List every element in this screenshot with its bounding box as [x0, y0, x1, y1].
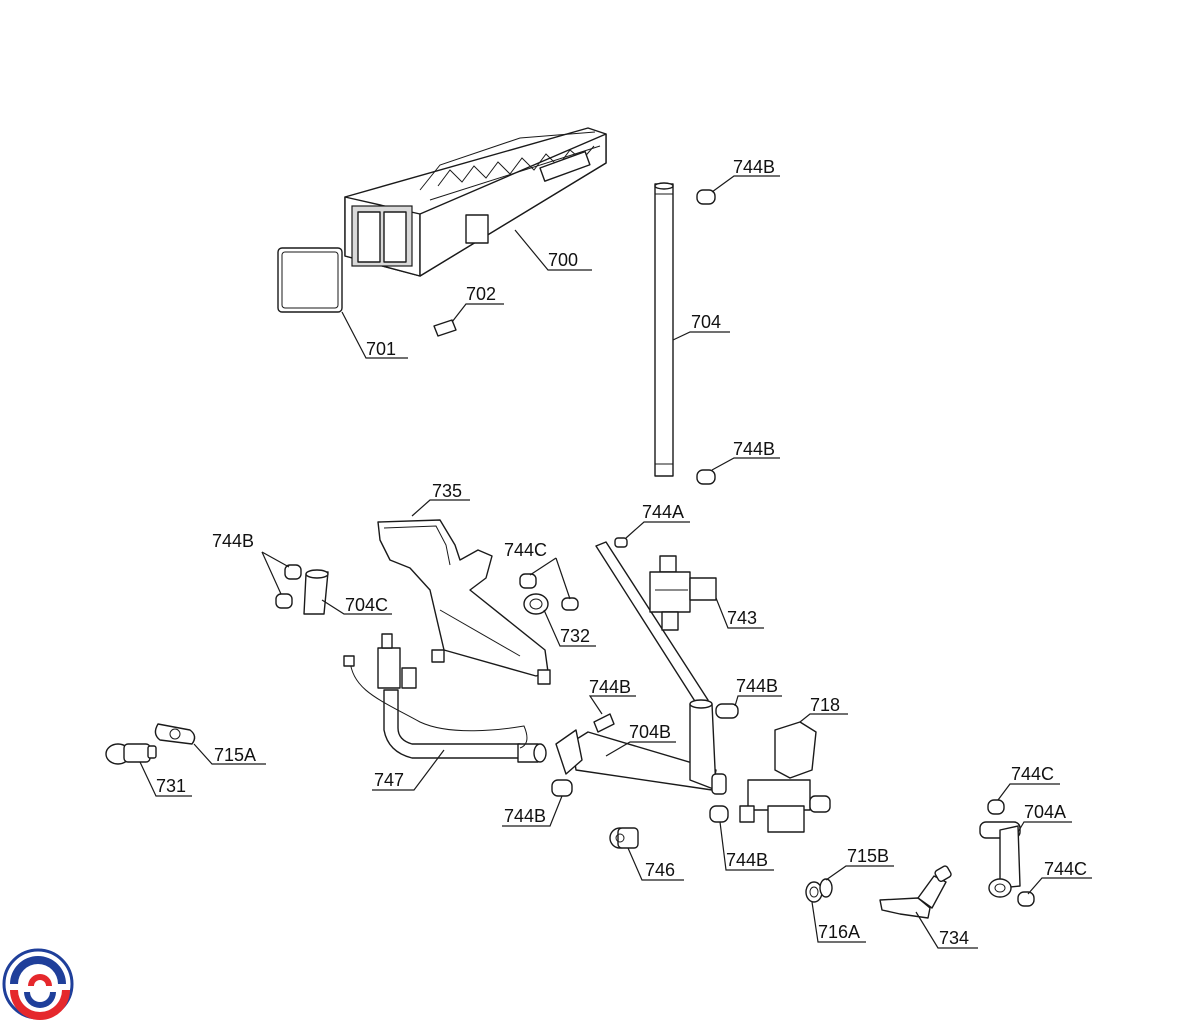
part-704b-pipe: [555, 699, 727, 795]
label-735: 735: [432, 481, 462, 501]
part-734-elbow: [879, 865, 952, 919]
label-744b-low-right: 744B: [726, 850, 768, 870]
part-704c-hose: [303, 569, 329, 615]
part-746-coupling: [609, 827, 639, 849]
part-704-tube: [654, 182, 674, 477]
label-704b: 704B: [629, 722, 671, 742]
label-744c-mid: 744C: [504, 540, 547, 560]
part-744b-clamp-low-left: [551, 779, 573, 797]
part-704a-hose: [979, 821, 1021, 898]
part-715a-gasket: [154, 723, 196, 745]
brand-logo: [2, 948, 74, 1020]
part-744a-pipe: [595, 537, 709, 707]
part-744b-clamp-mid: [696, 469, 716, 485]
part-715b-716a-rings: [805, 878, 833, 903]
label-744b-left: 744B: [212, 531, 254, 551]
label-744b-low-left: 744B: [504, 806, 546, 826]
part-744b-strip: [593, 713, 615, 733]
label-718: 718: [810, 695, 840, 715]
part-743-valve: [649, 555, 717, 631]
label-746: 746: [645, 860, 675, 880]
label-715b: 715B: [847, 846, 889, 866]
label-743: 743: [727, 608, 757, 628]
part-744c-clamps: [519, 573, 579, 611]
part-701-cover: [277, 247, 343, 313]
label-744b-mid: 744B: [733, 439, 775, 459]
label-744c-right-bottom: 744C: [1044, 859, 1087, 879]
part-702-clip: [433, 319, 457, 337]
label-704a: 704A: [1024, 802, 1066, 822]
label-744b-top: 744B: [733, 157, 775, 177]
label-704: 704: [691, 312, 721, 332]
part-744b-clamp-right: [715, 703, 739, 719]
part-731-fitting: [105, 743, 157, 765]
part-718-valve: [739, 721, 831, 833]
part-732-seal: [523, 593, 549, 615]
label-744b-right: 744B: [736, 676, 778, 696]
label-716a: 716A: [818, 922, 860, 942]
label-744a: 744A: [642, 502, 684, 522]
part-744b-clamp-low-right: [709, 805, 729, 823]
label-701: 701: [366, 339, 396, 359]
label-744b-center: 744B: [589, 677, 631, 697]
part-747-harness: [343, 633, 547, 763]
part-735-duct: [377, 519, 551, 685]
label-747: 747: [374, 770, 404, 790]
label-704c: 704C: [345, 595, 388, 615]
label-700: 700: [548, 250, 578, 270]
label-734: 734: [939, 928, 969, 948]
part-744c-clamp-right-top: [987, 799, 1005, 815]
label-731: 731: [156, 776, 186, 796]
part-700-housing: [344, 127, 607, 277]
label-702: 702: [466, 284, 496, 304]
label-744c-right-top: 744C: [1011, 764, 1054, 784]
part-744b-clamps-left: [275, 564, 302, 609]
part-744b-clamp-top: [696, 189, 716, 205]
label-715a: 715A: [214, 745, 256, 765]
label-732: 732: [560, 626, 590, 646]
part-744c-clamp-right-bottom: [1017, 891, 1035, 907]
